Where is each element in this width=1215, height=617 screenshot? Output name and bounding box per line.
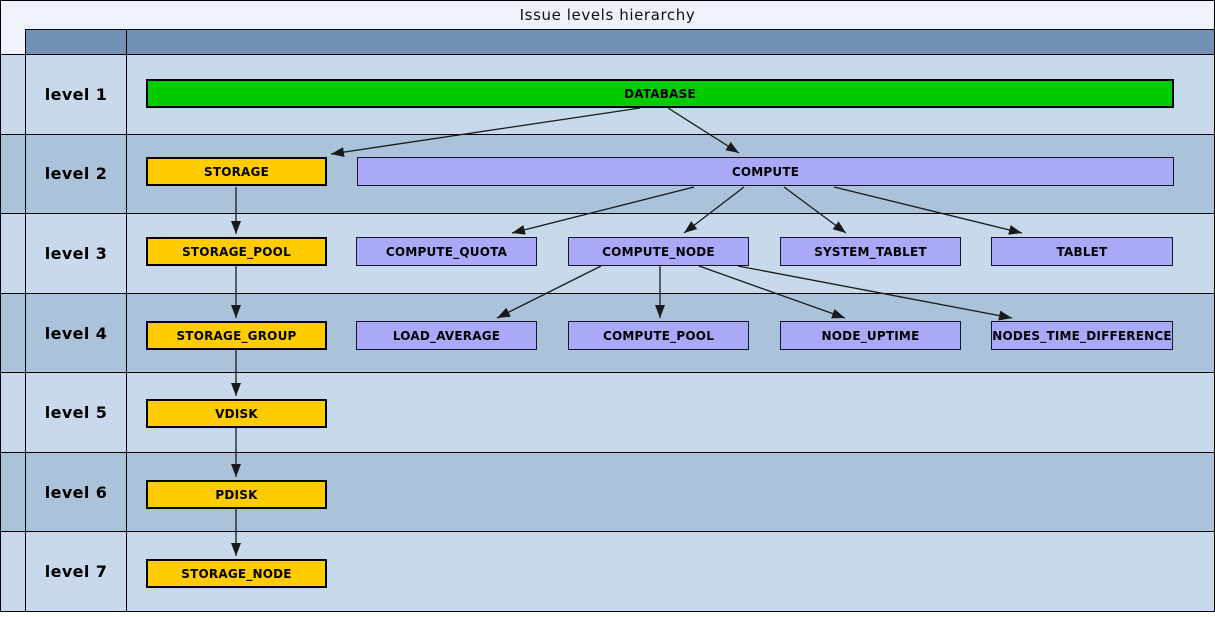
edge-compute-to-compute-quota	[511, 186, 695, 235]
diagram-title: Issue levels hierarchy	[1, 1, 1214, 29]
header-main-column-cell	[126, 29, 1214, 54]
row-main-cell	[126, 55, 1214, 134]
edge-compute-node-to-load-average	[496, 265, 602, 319]
level-label-3: level 3	[25, 214, 126, 293]
row-main-cell	[126, 452, 1214, 532]
header-level-column-cell	[25, 29, 126, 54]
row-main-cell	[126, 134, 1214, 214]
edge-database-to-storage	[330, 107, 641, 158]
edge-compute-node-to-nodes-time-difference	[737, 265, 1013, 321]
row-main-cell	[126, 293, 1214, 373]
header-gutter-cell	[1, 29, 25, 54]
row-main-cell	[126, 532, 1214, 612]
level-label-4: level 4	[25, 293, 126, 373]
level-label-5: level 5	[25, 373, 126, 452]
edge-database-to-compute	[667, 107, 740, 154]
edge-compute-to-system-tablet	[783, 186, 847, 234]
level-label-1: level 1	[25, 55, 126, 134]
table-header-row	[1, 29, 1214, 54]
edge-compute-to-tablet	[833, 186, 1023, 235]
edge-compute-node-to-node-uptime	[698, 265, 846, 319]
level-row-5: level 5	[1, 372, 1214, 452]
level-label-6: level 6	[25, 452, 126, 532]
row-main-cell	[126, 373, 1214, 452]
level-label-7: level 7	[25, 532, 126, 612]
row-main-cell	[126, 214, 1214, 293]
edge-compute-to-compute-node	[683, 186, 745, 234]
level-label-2: level 2	[25, 134, 126, 214]
